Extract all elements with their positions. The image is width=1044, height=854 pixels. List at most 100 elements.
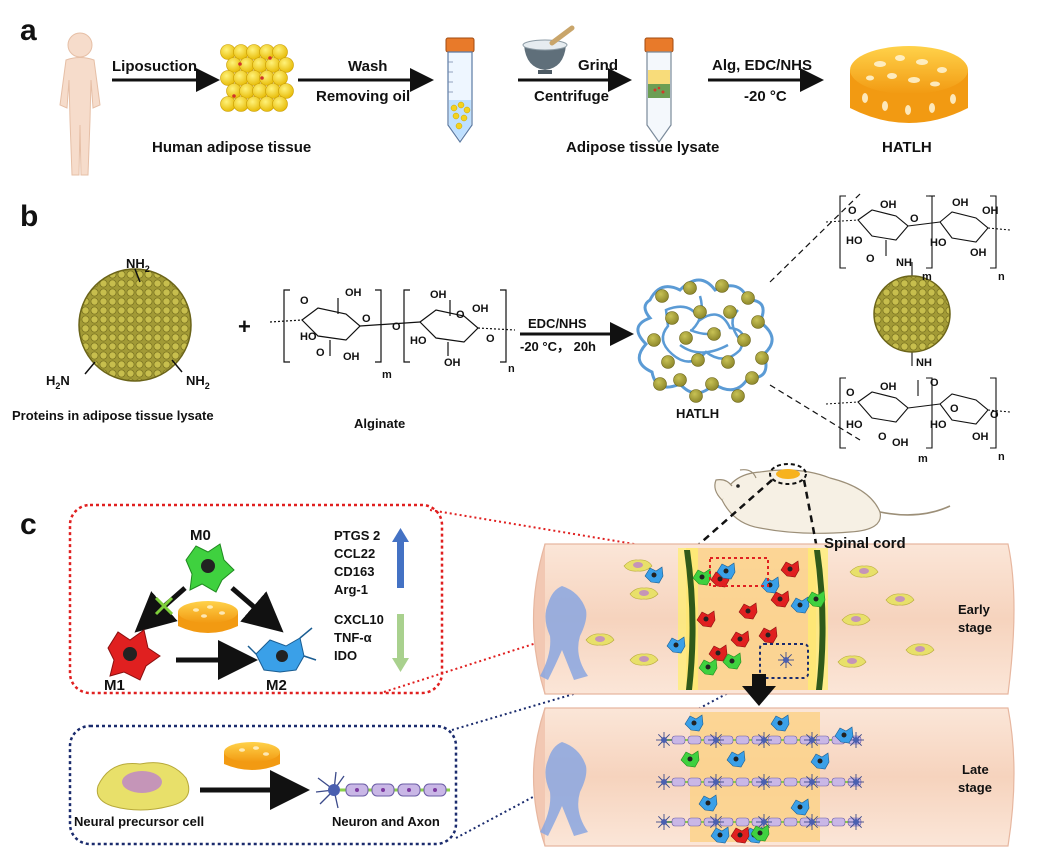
- grind-label: Grind: [578, 57, 618, 74]
- hydrogel-small-icon-2: [224, 742, 280, 770]
- up-arrow-icon: [392, 528, 409, 588]
- svg-text:O: O: [846, 387, 855, 399]
- zoom-line-top: [769, 193, 861, 283]
- m0-macrophage-icon: [185, 543, 235, 593]
- zoom-line-red-top: [429, 509, 707, 557]
- stage-transition-arrow: [742, 674, 776, 706]
- hatlh-label-b: HATLH: [676, 406, 719, 421]
- plus-sign: +: [238, 314, 251, 339]
- svg-text:HO: HO: [846, 419, 863, 431]
- neuron-axon-label: Neuron and Axon: [332, 814, 440, 829]
- hydrogel-small-icon: [178, 601, 238, 633]
- panel-a-letter: a: [20, 14, 37, 47]
- wash-label: Wash: [348, 58, 387, 75]
- conjugate-detail: OH O HO O O NH m OH OH HO OH n NH O O OH…: [825, 195, 1011, 465]
- spinal-cord-label: Spinal cord: [824, 535, 906, 552]
- svg-text:O: O: [316, 347, 325, 359]
- rat-icon: [714, 469, 951, 534]
- svg-text:O: O: [362, 313, 371, 325]
- svg-text:HO: HO: [300, 331, 317, 343]
- svg-text:NH: NH: [896, 257, 912, 269]
- neural-precursor-icon: [96, 762, 190, 811]
- svg-text:PTGS 2: PTGS 2: [334, 528, 380, 543]
- neural-precursor-label: Neural precursor cell: [74, 814, 204, 829]
- svg-text:NH: NH: [916, 357, 932, 369]
- macrophage-box: [68, 503, 444, 695]
- early-stage-label-2: stage: [958, 620, 992, 635]
- reaction-conditions-label: -20 °C， 20h: [520, 339, 596, 354]
- neural-box: [68, 724, 458, 846]
- late-stage-label-2: stage: [958, 780, 992, 795]
- upregulated-genes: PTGS 2 CCL22 CD163 Arg-1: [334, 528, 380, 597]
- early-stage-label-1: Early: [958, 602, 991, 617]
- svg-text:m: m: [922, 271, 932, 283]
- svg-text:OH: OH: [880, 381, 897, 393]
- svg-text:OH: OH: [892, 437, 909, 449]
- svg-text:O: O: [950, 403, 959, 415]
- svg-text:O: O: [392, 321, 401, 333]
- zoom-line-rat-left: [687, 479, 773, 555]
- hatlh-network-icon: [636, 278, 774, 403]
- m2-label: M2: [266, 677, 287, 694]
- svg-text:OH: OH: [472, 303, 489, 315]
- panel-b: b NH2 H2N NH2 Proteins in adipose tissue…: [12, 193, 1011, 465]
- centrifuge-label: Centrifuge: [534, 88, 609, 105]
- svg-text:OH: OH: [970, 247, 987, 259]
- hatlh-label-a: HATLH: [882, 139, 932, 156]
- mortar-pestle-icon: [522, 25, 575, 74]
- nh2-right-label: NH2: [186, 373, 210, 391]
- svg-text:O: O: [456, 309, 465, 321]
- early-zoom-navy-box: [759, 643, 809, 679]
- alginate-label: Alginate: [354, 416, 405, 431]
- downregulated-genes: CXCL10 TNF-α IDO: [334, 612, 384, 663]
- alginate-labels: O OH HO O O OH O OH O OH HO OH O m n: [300, 287, 515, 381]
- centrifuge-tube-icon: [445, 37, 475, 144]
- alginate-structure: [269, 289, 516, 363]
- human-adipose-tissue-label: Human adipose tissue: [152, 139, 311, 156]
- neuron-axon-icon: [315, 771, 450, 809]
- svg-text:m: m: [382, 369, 392, 381]
- svg-text:n: n: [998, 271, 1005, 283]
- minus-20c-label: -20 °C: [744, 88, 787, 105]
- svg-text:CD163: CD163: [334, 564, 374, 579]
- h2n-left-label: H2N: [46, 373, 70, 391]
- m1-label: M1: [104, 677, 125, 694]
- svg-text:HO: HO: [930, 419, 947, 431]
- svg-text:TNF-α: TNF-α: [334, 630, 372, 645]
- svg-text:OH: OH: [880, 199, 897, 211]
- removing-oil-label: Removing oil: [316, 88, 410, 105]
- svg-text:HO: HO: [410, 335, 427, 347]
- svg-text:O: O: [866, 253, 875, 265]
- human-body-icon: [59, 32, 101, 176]
- late-stage-label-1: Late: [962, 762, 989, 777]
- adipose-tissue-icon: [220, 44, 294, 112]
- svg-text:OH: OH: [952, 197, 969, 209]
- panel-b-letter: b: [20, 200, 38, 233]
- svg-text:O: O: [300, 295, 309, 307]
- svg-text:OH: OH: [972, 431, 989, 443]
- svg-text:OH: OH: [345, 287, 362, 299]
- protein-sphere-icon: [78, 268, 192, 382]
- arrow-m0-m2: [230, 586, 284, 633]
- lysate-tube-icon: [644, 37, 674, 144]
- panel-c-letter: c: [20, 508, 37, 541]
- blocked-mark: [154, 596, 174, 616]
- zoom-line-bottom: [769, 384, 861, 441]
- svg-text:O: O: [990, 409, 999, 421]
- svg-text:m: m: [918, 453, 928, 465]
- svg-text:OH: OH: [343, 351, 360, 363]
- proteins-label: Proteins in adipose tissue lysate: [12, 408, 214, 423]
- svg-text:OH: OH: [982, 205, 999, 217]
- svg-text:CXCL10: CXCL10: [334, 612, 384, 627]
- svg-text:n: n: [508, 363, 515, 375]
- m0-label: M0: [190, 527, 211, 544]
- svg-text:O: O: [486, 333, 495, 345]
- zoom-line-rat-right: [802, 479, 820, 555]
- spinal-cord-late: [532, 707, 1015, 847]
- liposuction-label: Liposuction: [112, 58, 197, 75]
- svg-text:OH: OH: [444, 357, 461, 369]
- implant-site-marker: [769, 463, 807, 485]
- nh2-top-label: NH2: [126, 256, 150, 274]
- m2-macrophage-icon: [247, 627, 317, 673]
- svg-text:CCL22: CCL22: [334, 546, 375, 561]
